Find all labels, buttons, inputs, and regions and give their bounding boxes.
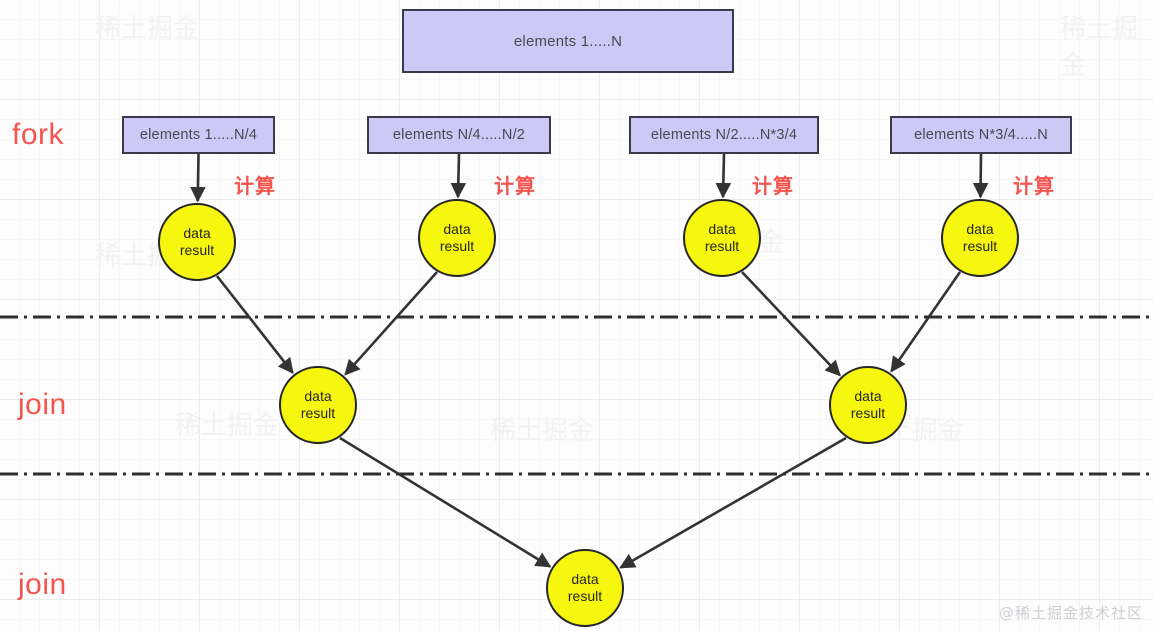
edges-group (190, 153, 989, 569)
compute-label-3: 计算 (752, 174, 794, 198)
circle-line-2: result (962, 238, 998, 254)
circle-line-2: result (850, 405, 886, 421)
compute-label-4: 计算 (1013, 174, 1055, 198)
root-elements-box[interactable]: elements 1.....N (402, 9, 734, 73)
join-arrow-3 (741, 271, 841, 377)
leaf-elements-box-3[interactable]: elements N/2.....N*3/4 (629, 116, 819, 154)
circle-line-2: result (439, 238, 475, 254)
leaf-elements-box-1[interactable]: elements 1.....N/4 (122, 116, 275, 154)
watermark-ghost: 稀土掘金 (175, 411, 280, 441)
circle-line-1: data (183, 224, 211, 241)
fork-arrow-1 (190, 153, 206, 203)
watermark-text: @稀土掘金技术社区 (998, 604, 1143, 622)
circle-line-1: data (708, 220, 736, 237)
join-arrow-4 (890, 271, 962, 373)
circle-line-1: data (571, 570, 599, 587)
circle-line-2: result (179, 242, 215, 258)
join-arrow-1 (215, 275, 294, 374)
watermark-ghost: 稀土掘金 (95, 14, 200, 44)
watermark-ghost: 稀土掘金 (490, 416, 595, 446)
join-arrow-2 (344, 271, 438, 376)
circle-line-2: result (567, 588, 603, 604)
circle-line-1: data (304, 387, 332, 404)
leaf-elements-box-2[interactable]: elements N/4.....N/2 (367, 116, 551, 154)
circle-line-1: data (966, 220, 994, 237)
circle-line-2: result (300, 405, 336, 421)
watermark-ghost: 稀土掘金 (1060, 14, 1139, 81)
compute-label-2: 计算 (494, 174, 536, 198)
join-arrow-6 (619, 436, 847, 569)
fork-arrow-4 (972, 153, 989, 199)
compute-label-1: 计算 (234, 174, 276, 198)
circle-line-1: data (854, 387, 882, 404)
divider-group (0, 315, 1153, 476)
stage-label-join-3: join (18, 568, 67, 601)
fork-arrow-3 (715, 153, 732, 199)
leaf-elements-box-4[interactable]: elements N*3/4.....N (890, 116, 1072, 154)
fork-arrow-2 (450, 153, 467, 199)
join-arrow-5 (339, 436, 552, 568)
stage-label-join-2: join (18, 388, 67, 421)
circle-line-1: data (443, 220, 471, 237)
circle-line-2: result (704, 238, 740, 254)
stage-label-fork-1: fork (12, 118, 65, 151)
